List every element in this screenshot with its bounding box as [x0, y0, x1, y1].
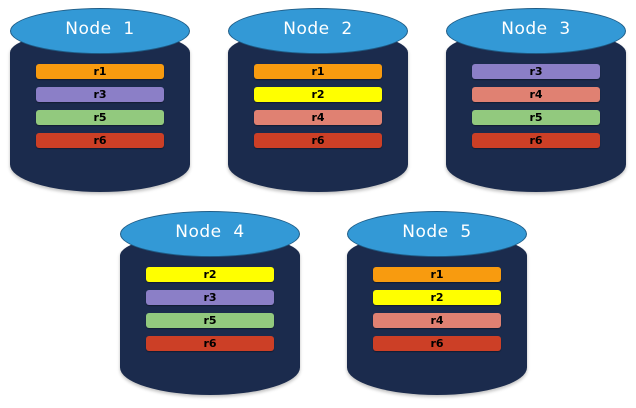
record-bar-r6[interactable]: r6 [146, 336, 274, 351]
record-bar-r3[interactable]: r3 [146, 290, 274, 305]
record-bar-r5[interactable]: r5 [146, 313, 274, 328]
cylinder-top-icon [120, 211, 300, 257]
record-bar-r4[interactable]: r4 [472, 87, 600, 102]
node-label: Node 1 [65, 19, 135, 39]
node-label: Node 3 [501, 19, 571, 39]
database-node-5[interactable]: Node 5 r1 r2 r4 r6 [347, 211, 527, 395]
record-list: r1 r2 r4 r6 [373, 267, 501, 351]
record-list: r1 r2 r4 r6 [254, 64, 382, 148]
record-list: r1 r3 r5 r6 [36, 64, 164, 148]
record-bar-r1[interactable]: r1 [254, 64, 382, 79]
record-bar-r2[interactable]: r2 [254, 87, 382, 102]
record-list: r3 r4 r5 r6 [472, 64, 600, 148]
record-bar-r1[interactable]: r1 [36, 64, 164, 79]
record-list: r2 r3 r5 r6 [146, 267, 274, 351]
record-bar-r6[interactable]: r6 [36, 133, 164, 148]
record-bar-r6[interactable]: r6 [472, 133, 600, 148]
record-bar-r5[interactable]: r5 [472, 110, 600, 125]
cylinder-top-icon [347, 211, 527, 257]
record-bar-r2[interactable]: r2 [373, 290, 501, 305]
record-bar-r6[interactable]: r6 [373, 336, 501, 351]
cylinder-top-icon [446, 8, 626, 54]
node-label: Node 2 [283, 19, 353, 39]
record-bar-r6[interactable]: r6 [254, 133, 382, 148]
record-bar-r3[interactable]: r3 [472, 64, 600, 79]
record-bar-r1[interactable]: r1 [373, 267, 501, 282]
node-label: Node 5 [402, 222, 472, 242]
database-node-1[interactable]: Node 1 r1 r3 r5 r6 [10, 8, 190, 192]
node-label: Node 4 [175, 222, 245, 242]
database-node-2[interactable]: Node 2 r1 r2 r4 r6 [228, 8, 408, 192]
cylinder-top-icon [10, 8, 190, 54]
database-node-3[interactable]: Node 3 r3 r4 r5 r6 [446, 8, 626, 192]
record-bar-r5[interactable]: r5 [36, 110, 164, 125]
record-bar-r2[interactable]: r2 [146, 267, 274, 282]
cylinder-top-icon [228, 8, 408, 54]
record-bar-r3[interactable]: r3 [36, 87, 164, 102]
record-bar-r4[interactable]: r4 [373, 313, 501, 328]
record-bar-r4[interactable]: r4 [254, 110, 382, 125]
database-node-4[interactable]: Node 4 r2 r3 r5 r6 [120, 211, 300, 395]
